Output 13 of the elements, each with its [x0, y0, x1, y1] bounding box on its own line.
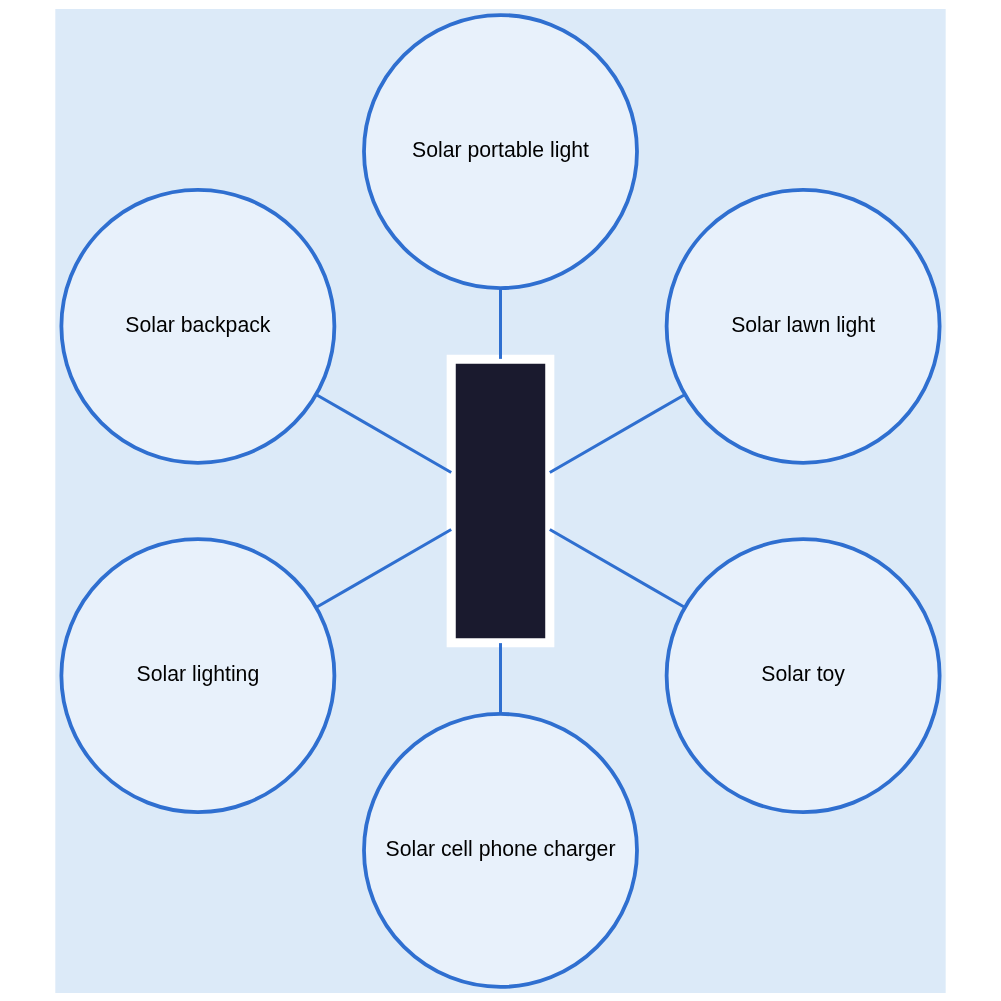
- node-circle: Solar toy: [664, 536, 942, 814]
- connector: [315, 527, 452, 609]
- connector: [499, 287, 502, 359]
- node-circle: Solar lighting: [59, 536, 337, 814]
- node-box: [446, 354, 555, 647]
- connector: [549, 392, 686, 474]
- node-circle: Solar lawn light: [664, 187, 942, 465]
- connector: [315, 392, 452, 474]
- node-circle: Solar backpack: [59, 187, 337, 465]
- node-circle: Solar portable light: [362, 12, 639, 290]
- connector: [499, 642, 502, 714]
- connector: [549, 527, 686, 609]
- node-circle: Solar cell phone charger: [362, 711, 639, 989]
